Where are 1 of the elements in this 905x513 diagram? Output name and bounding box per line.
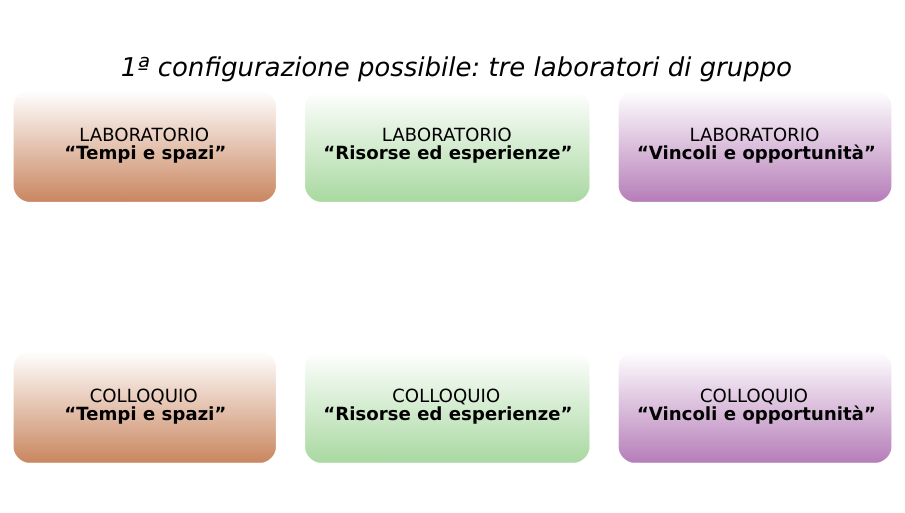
diagram-title: 1ª configurazione possibile: tre laboratori di gruppo xyxy=(120,52,792,82)
